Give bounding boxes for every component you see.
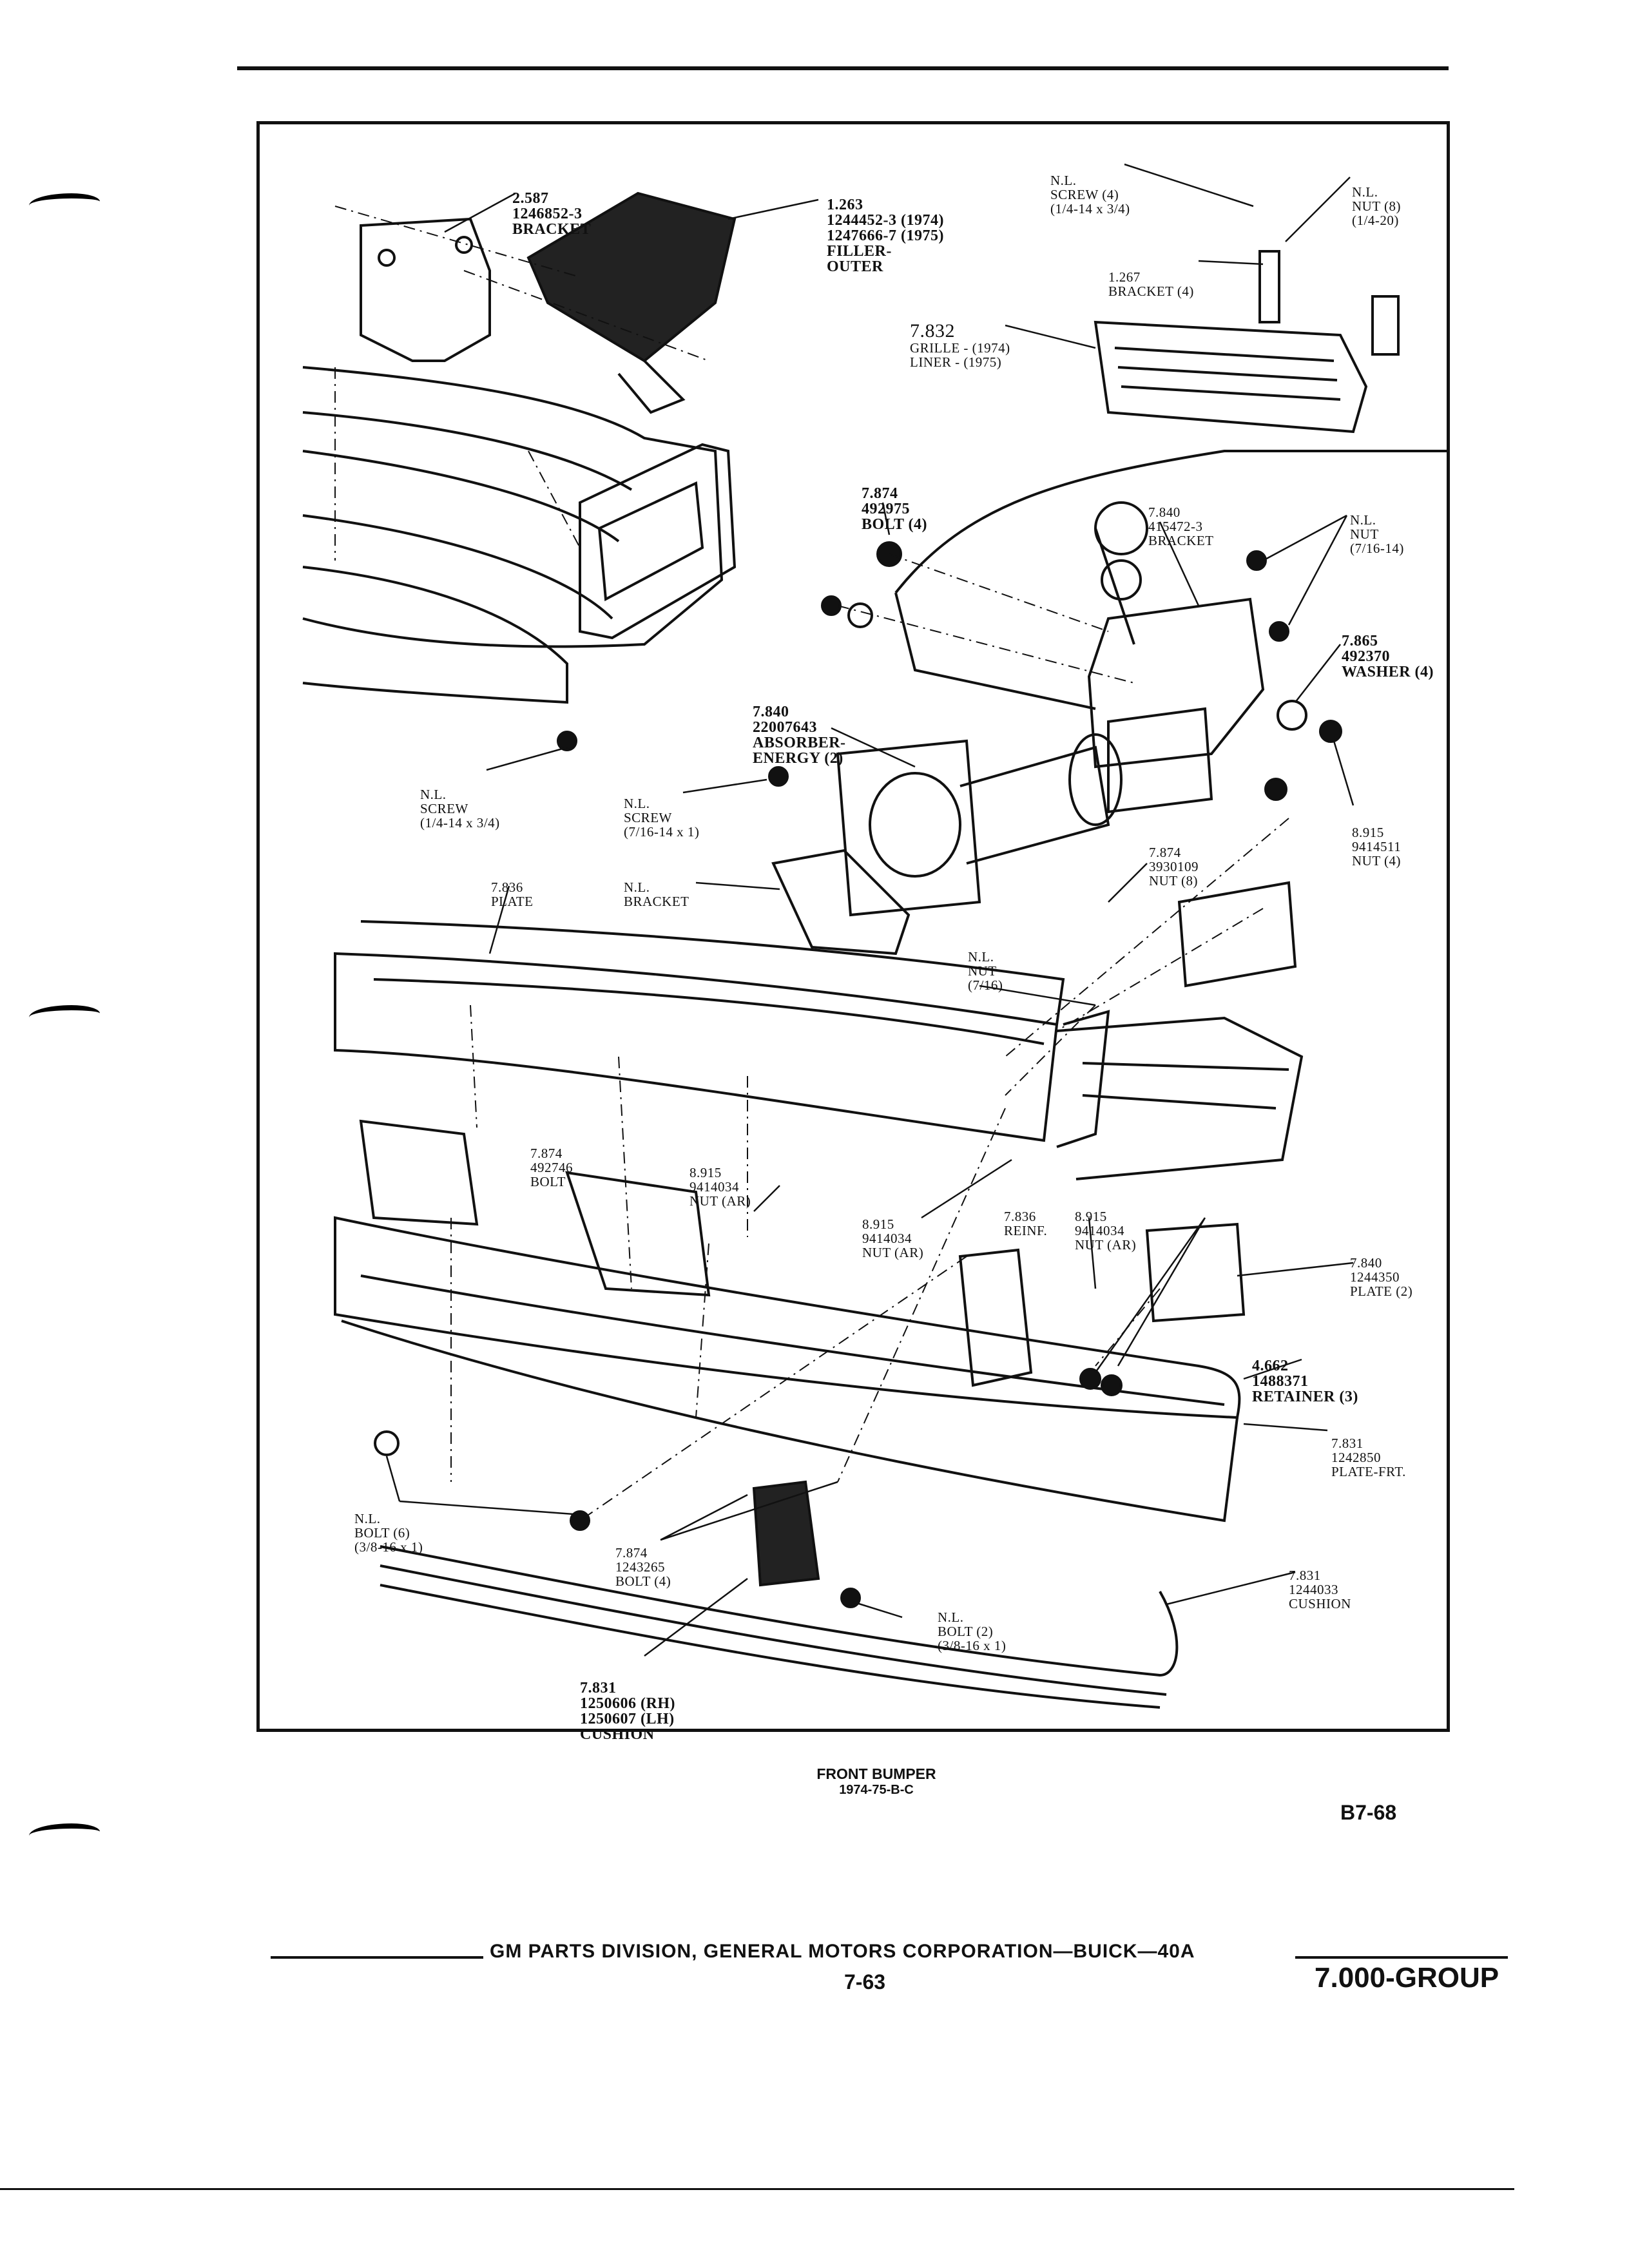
- binder-hole: [29, 193, 100, 214]
- nl-bracket-part: [771, 849, 911, 956]
- reinf-part: [958, 1248, 1033, 1387]
- frame-rail: [894, 450, 1450, 710]
- bracket-7840-part: [1087, 597, 1265, 769]
- fender-panel: [302, 366, 724, 648]
- callout-screw-nl-top: N.L.SCREW (4)(1/4-14 x 3/4): [1050, 173, 1130, 216]
- callout-nut-nl-top: N.L.NUT (8)(1/4-20): [1352, 184, 1402, 228]
- filler-outer-part: [526, 191, 737, 363]
- callout-nut-nl-716-14: N.L.NUT(7/16-14): [1350, 512, 1404, 556]
- footer-rule-right: [1295, 1956, 1508, 1959]
- page-code: B7-68: [1340, 1801, 1397, 1824]
- callout-screw-nl-716: N.L.SCREW(7/16-14 x 1): [624, 796, 700, 840]
- callout-nut-nl-716: N.L.NUT(7/16): [968, 949, 1003, 993]
- callout-bolt-nl-6: N.L.BOLT (6)(3/8-16 x 1): [354, 1511, 423, 1555]
- footer-rule-left: [271, 1956, 483, 1959]
- impact-bar: [334, 952, 1059, 1142]
- group-label: 7.000-GROUP: [1315, 1962, 1499, 1994]
- callout-bolt-nl-2: N.L.BOLT (2)(3/8-16 x 1): [938, 1610, 1007, 1653]
- callout-screw-nl-left: N.L.SCREW(1/4-14 x 3/4): [420, 787, 500, 831]
- headlamp-bezel: [579, 443, 737, 640]
- page-number: 7-63: [844, 1970, 886, 1994]
- callout-bracket-nl: N.L.BRACKET: [624, 879, 689, 909]
- diagram-frame: [256, 121, 1450, 1732]
- caption-title: FRONT BUMPER: [816, 1765, 936, 1782]
- bracket-1267-part: [1258, 250, 1280, 323]
- plate-7840-part: [1145, 1222, 1246, 1323]
- bumper-lower-strip: [380, 1545, 1179, 1696]
- bumper-end-right: [1056, 1016, 1304, 1180]
- binder-hole: [29, 1823, 100, 1844]
- energy-absorber-part: [836, 739, 981, 917]
- binder-hole: [29, 1005, 100, 1026]
- top-rule: [237, 66, 1449, 70]
- grille-liner-part: [1094, 320, 1368, 434]
- bumper-face-bar: [334, 1216, 1241, 1419]
- footer-rule-bottom: [0, 2188, 1514, 2190]
- bracket-2587-part: [360, 217, 491, 362]
- publisher-line: GM PARTS DIVISION, GENERAL MOTORS CORPOR…: [490, 1941, 1195, 1962]
- figure-caption: FRONT BUMPER 1974-75-B-C: [741, 1765, 1012, 1798]
- caption-subtitle: 1974-75-B-C: [839, 1783, 914, 1797]
